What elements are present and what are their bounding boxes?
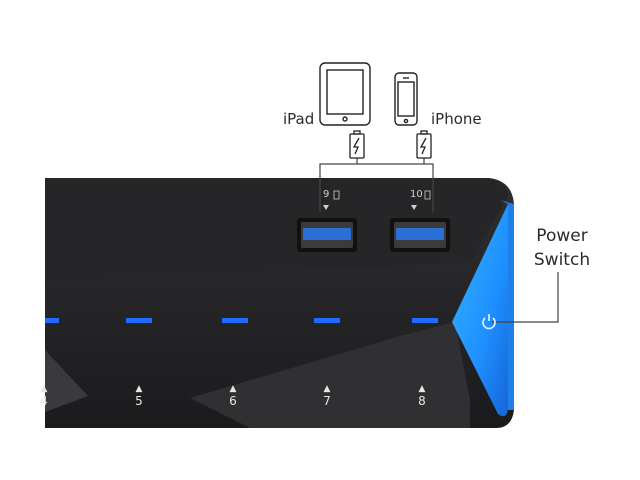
power-switch-label: Power Switch bbox=[522, 224, 602, 272]
led bbox=[412, 318, 438, 323]
power-label-line2: Switch bbox=[533, 250, 591, 270]
hub-facet-mid bbox=[190, 322, 470, 428]
battery-mini-icon bbox=[333, 190, 340, 200]
port-number-9: 9 bbox=[323, 189, 330, 200]
power-panel bbox=[452, 204, 508, 417]
usb-port-10 bbox=[390, 218, 450, 252]
led bbox=[45, 318, 59, 323]
led bbox=[314, 318, 340, 323]
hub-facet-left bbox=[45, 350, 88, 412]
port-arrow bbox=[411, 205, 417, 210]
usb-port-9 bbox=[297, 218, 357, 252]
battery-mini-icon bbox=[424, 190, 431, 200]
led bbox=[222, 318, 248, 323]
battery-charging-icon bbox=[416, 130, 432, 159]
ipad-label: iPad bbox=[283, 110, 315, 128]
connector-lines bbox=[319, 158, 434, 212]
power-label-line1: Power bbox=[536, 226, 588, 246]
power-icon bbox=[482, 314, 496, 330]
tablet-icon bbox=[319, 62, 371, 126]
led bbox=[126, 318, 152, 323]
port-number-6: ▲6 bbox=[229, 384, 237, 408]
port-number-4: ▲4 bbox=[40, 384, 48, 408]
battery-charging-icon bbox=[349, 130, 365, 159]
phone-icon bbox=[394, 72, 418, 126]
port-number-7: ▲7 bbox=[323, 384, 331, 408]
power-leader-line bbox=[492, 272, 559, 323]
port-number-10: 10 bbox=[410, 189, 423, 200]
power-panel-edge bbox=[500, 200, 514, 410]
port-number-8: ▲8 bbox=[418, 384, 426, 408]
hub-top-face bbox=[45, 178, 508, 282]
iphone-label: iPhone bbox=[431, 110, 482, 128]
port-number-5: ▲5 bbox=[135, 384, 143, 408]
port-arrow bbox=[323, 205, 329, 210]
